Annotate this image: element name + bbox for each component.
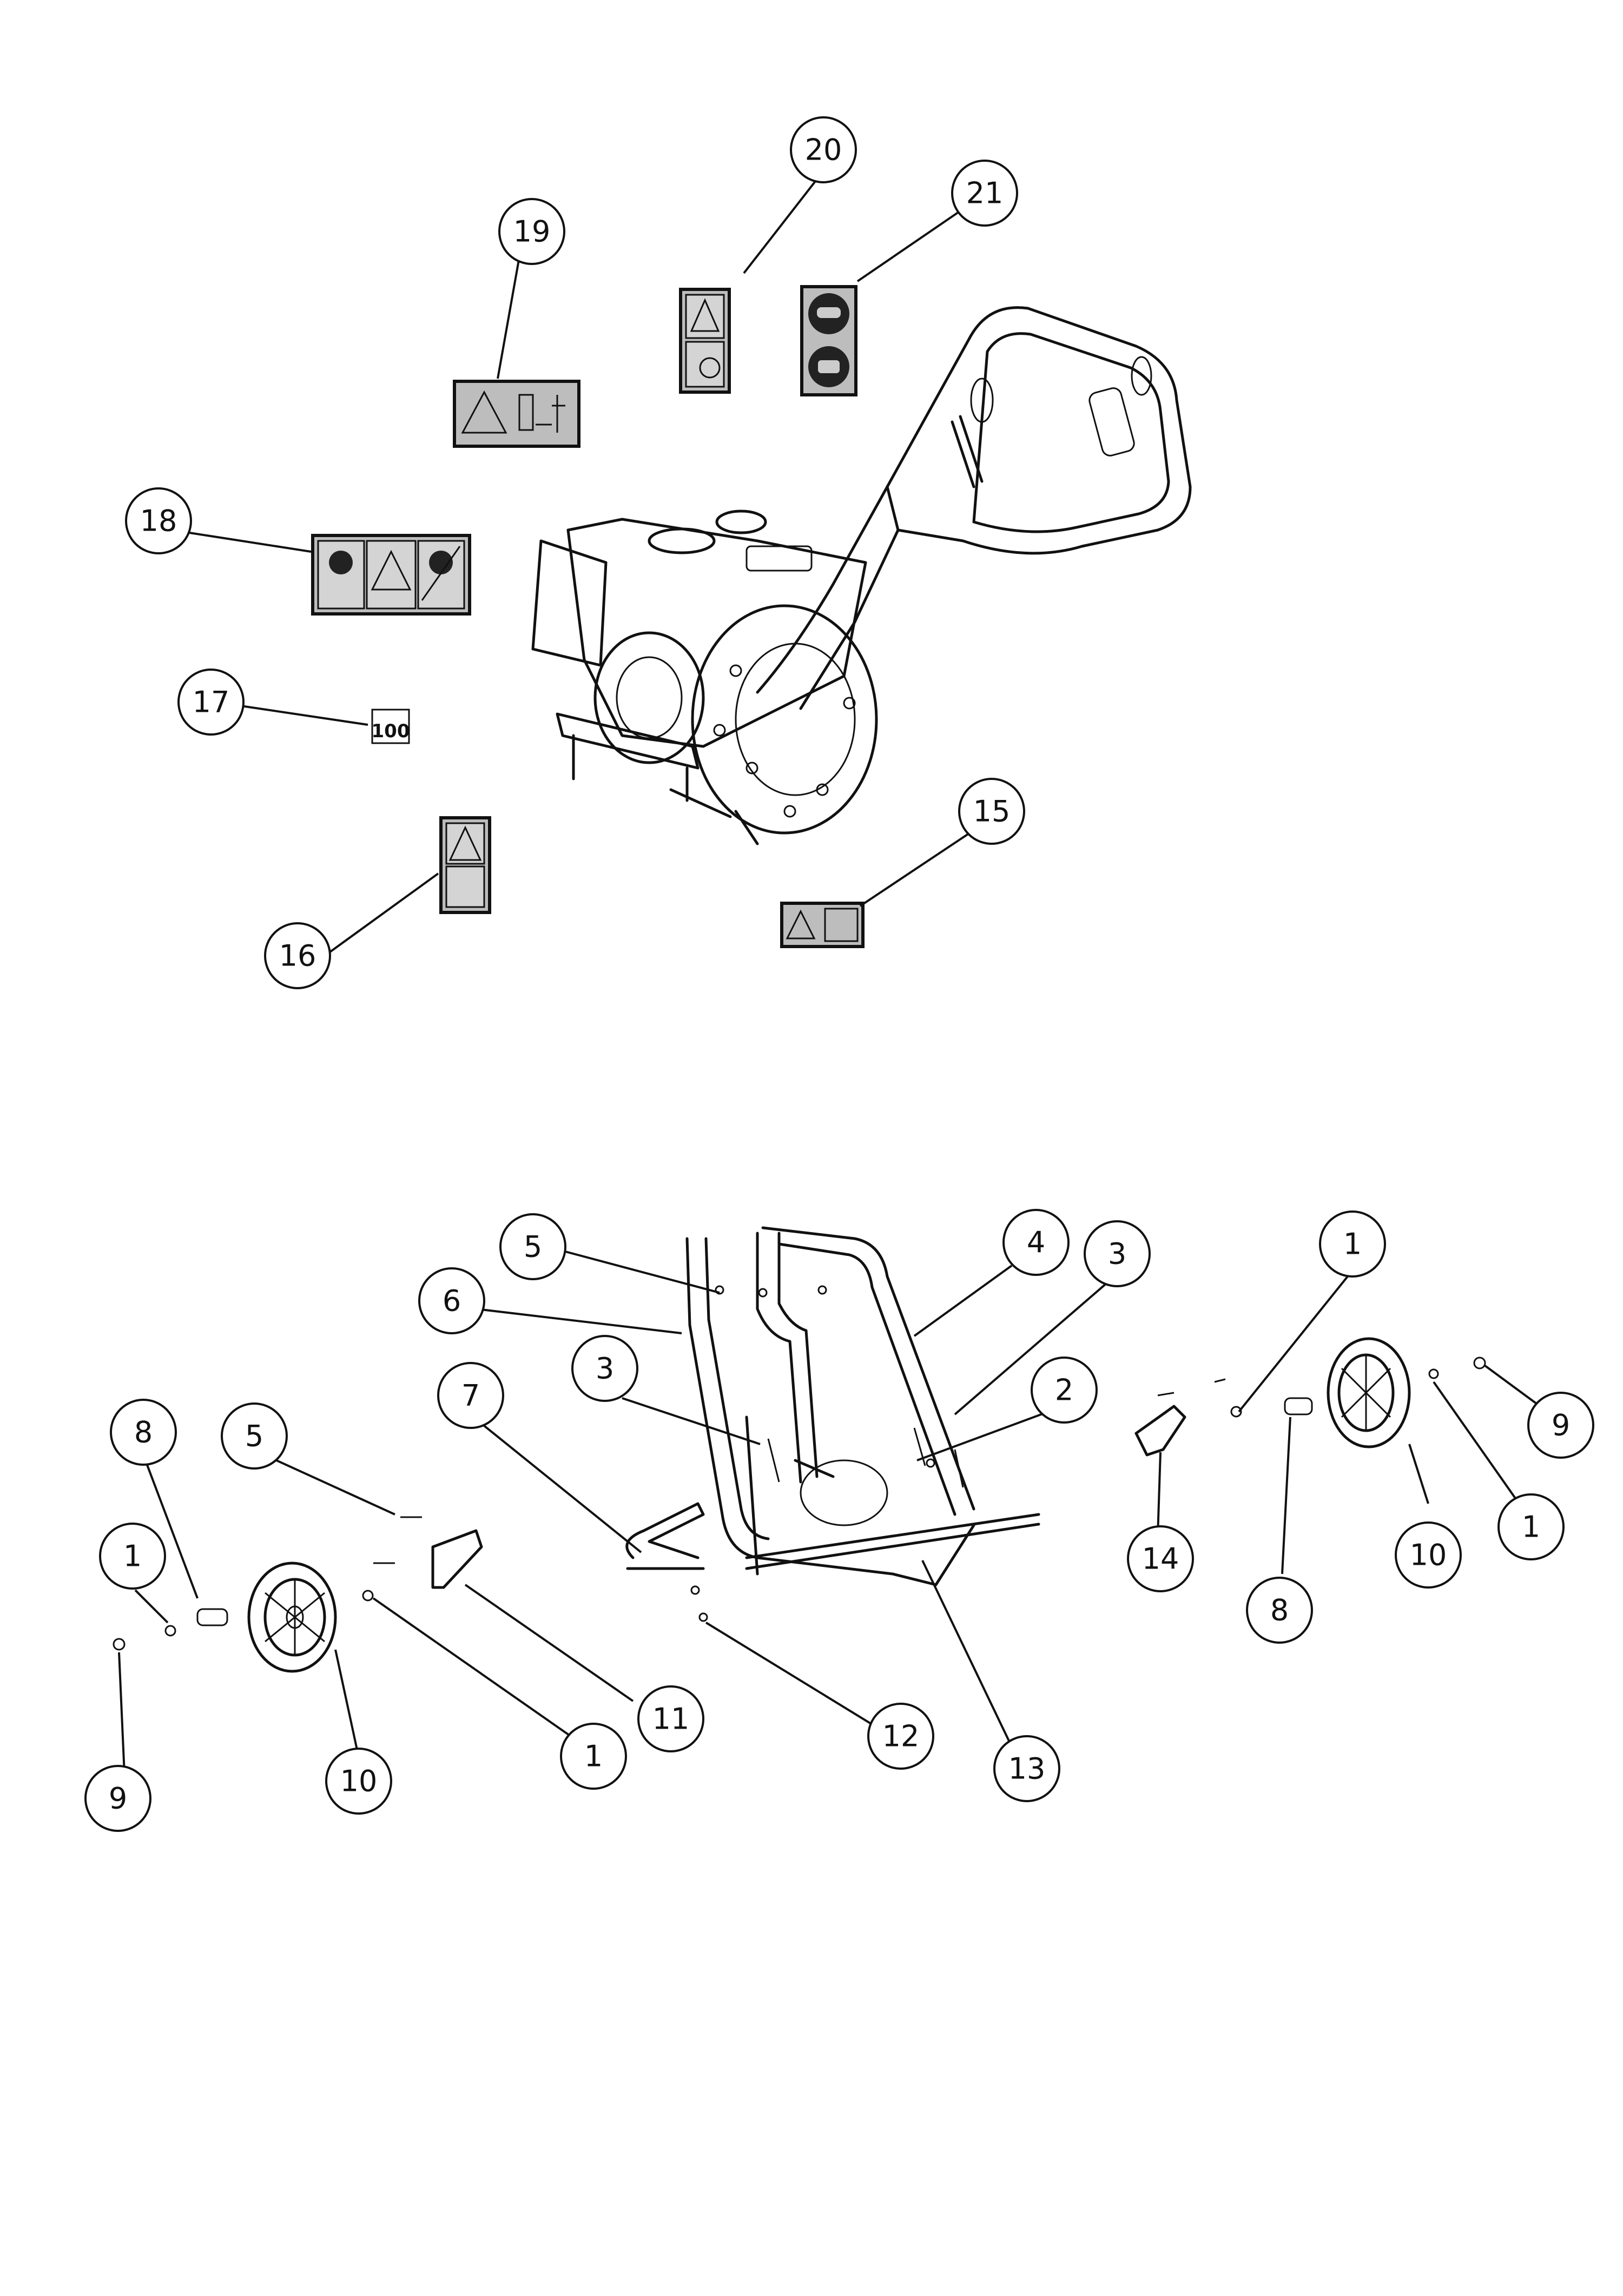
callout-11: 11 <box>637 1685 704 1752</box>
svg-text:8: 8 <box>1270 1593 1289 1627</box>
callout-4: 4 <box>1002 1209 1070 1276</box>
warning-triangle-icon <box>461 390 507 434</box>
svg-text:9: 9 <box>1552 1408 1570 1443</box>
left-wheel-bracket <box>431 1529 483 1589</box>
callout-8: 8 <box>1246 1577 1313 1644</box>
decal-19-safety-distance <box>453 380 580 448</box>
warning-triangle-icon <box>690 298 720 332</box>
callout-13: 13 <box>993 1735 1060 1802</box>
svg-text:6: 6 <box>443 1284 461 1318</box>
left-wheel <box>247 1561 337 1673</box>
callout-19: 19 <box>498 198 565 265</box>
svg-text:5: 5 <box>245 1419 263 1453</box>
svg-text:4: 4 <box>1027 1226 1045 1260</box>
svg-text:3: 3 <box>596 1352 614 1386</box>
callout-3: 3 <box>571 1335 638 1402</box>
svg-text:3: 3 <box>1108 1237 1126 1271</box>
right-wheel <box>1327 1337 1411 1448</box>
callout-21: 21 <box>951 160 1018 227</box>
svg-text:11: 11 <box>652 1702 690 1736</box>
right-wheel-bracket <box>1134 1405 1186 1457</box>
no-hands-icon <box>429 551 453 574</box>
frame-assembly <box>625 1226 1040 1622</box>
callout-5: 5 <box>499 1213 566 1280</box>
callout-20: 20 <box>790 116 857 183</box>
leader-lines <box>118 175 1538 1775</box>
svg-text:14: 14 <box>1142 1542 1179 1576</box>
decal-17-noise-level: 100 <box>371 709 410 744</box>
decal-17-text: 100 <box>372 720 410 742</box>
decal-21-protection <box>800 285 857 396</box>
decal-20-warning <box>679 288 731 394</box>
svg-text:12: 12 <box>882 1719 920 1754</box>
callout-5: 5 <box>221 1402 288 1470</box>
svg-text:7: 7 <box>461 1379 480 1413</box>
callout-1: 1 <box>1319 1210 1386 1278</box>
callout-balloons: 20 21 19 18 17 15 16 5 6 4 3 3 2 1 7 8 5… <box>84 116 1594 1832</box>
callout-8: 8 <box>110 1399 177 1466</box>
callout-17: 17 <box>177 669 245 736</box>
warning-triangle-icon <box>371 550 412 591</box>
svg-text:21: 21 <box>966 176 1004 210</box>
callout-1: 1 <box>99 1523 166 1590</box>
callout-10: 10 <box>1395 1521 1462 1589</box>
rotating-blade-icon <box>699 357 721 379</box>
svg-text:1: 1 <box>584 1739 603 1774</box>
callout-6: 6 <box>418 1267 485 1334</box>
svg-text:1: 1 <box>1522 1510 1540 1544</box>
callout-18: 18 <box>125 487 192 554</box>
svg-text:2: 2 <box>1055 1373 1073 1407</box>
callout-3: 3 <box>1084 1220 1151 1287</box>
callout-14: 14 <box>1127 1525 1194 1592</box>
svg-text:20: 20 <box>805 133 842 167</box>
svg-text:13: 13 <box>1008 1752 1046 1786</box>
chipper-machine <box>531 306 1192 845</box>
decal-16-warning <box>439 816 491 914</box>
svg-text:15: 15 <box>973 795 1011 829</box>
decal-15-warning <box>780 902 865 948</box>
callout-15: 15 <box>958 778 1025 845</box>
warning-triangle-icon <box>786 909 816 939</box>
svg-text:16: 16 <box>279 939 316 973</box>
svg-text:5: 5 <box>524 1230 542 1264</box>
svg-text:17: 17 <box>193 685 230 719</box>
callout-12: 12 <box>867 1703 934 1770</box>
decal-18-operator-warning <box>311 534 471 616</box>
callout-10: 10 <box>325 1748 392 1815</box>
right-wheel-group <box>1134 1337 1486 1457</box>
callout-1: 1 <box>560 1723 627 1790</box>
svg-text:8: 8 <box>134 1415 153 1450</box>
callout-2: 2 <box>1031 1357 1098 1424</box>
safety-distance-icon <box>536 395 565 433</box>
svg-text:10: 10 <box>1410 1538 1447 1572</box>
operator-icon <box>329 551 353 574</box>
callout-7: 7 <box>437 1362 504 1429</box>
warning-triangle-icon <box>448 825 482 861</box>
callout-1: 1 <box>1497 1493 1565 1560</box>
svg-text:1: 1 <box>1343 1227 1362 1261</box>
svg-text:9: 9 <box>109 1782 127 1816</box>
svg-text:10: 10 <box>340 1764 378 1798</box>
svg-text:18: 18 <box>140 504 177 538</box>
callout-9: 9 <box>1527 1392 1594 1459</box>
svg-text:1: 1 <box>123 1539 142 1573</box>
svg-text:19: 19 <box>513 215 551 249</box>
left-wheel-group <box>113 1516 483 1673</box>
callout-9: 9 <box>84 1765 151 1832</box>
callout-16: 16 <box>264 922 331 989</box>
